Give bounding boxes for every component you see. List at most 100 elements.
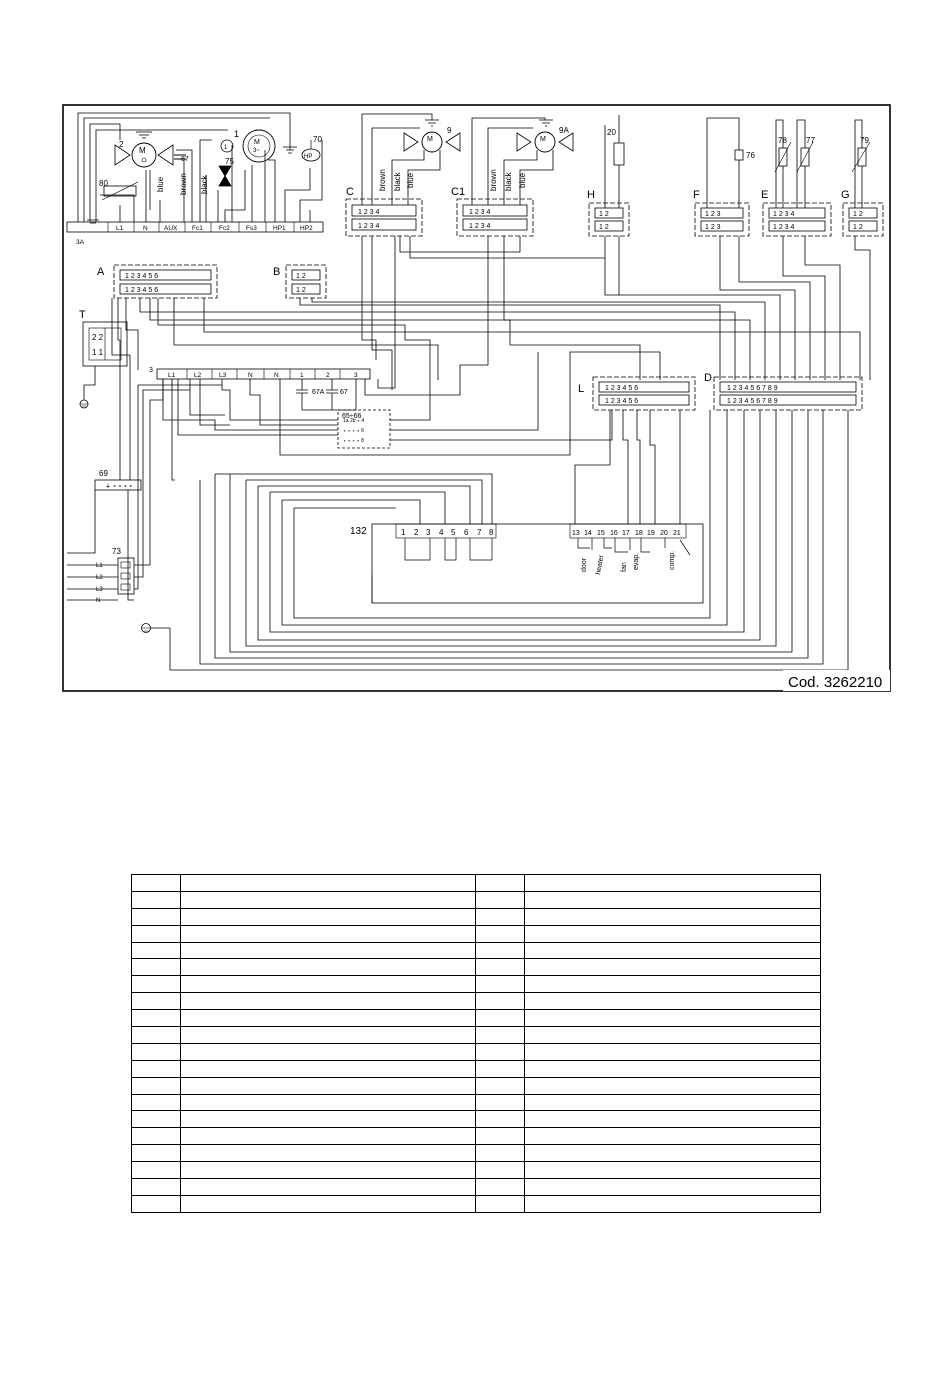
legend-row [131, 1178, 821, 1196]
legend-desc-cell [180, 1026, 476, 1044]
svg-text:M: M [540, 136, 546, 143]
capacitor-87: 87 [174, 154, 189, 163]
legend-code-cell [131, 1144, 181, 1163]
legend-code-cell [131, 890, 181, 909]
svg-text:L: L [578, 383, 584, 395]
legend-desc-cell [524, 1194, 821, 1213]
legend-row [131, 890, 821, 909]
legend-table [131, 874, 821, 1213]
svg-text:1 2: 1 2 [296, 287, 306, 294]
svg-text:B: B [273, 266, 280, 278]
svg-text:77: 77 [806, 136, 815, 145]
svg-text:1 2: 1 2 [296, 273, 306, 280]
legend-desc-cell [180, 1161, 476, 1180]
term-label: Fc1 [192, 225, 203, 232]
svg-text:L3: L3 [219, 372, 227, 379]
term-label: Fs3 [246, 225, 257, 232]
svg-text:1 1: 1 1 [92, 348, 104, 357]
wire-label: black [393, 171, 402, 191]
legend-row [131, 941, 821, 960]
wire-label: blue [518, 172, 527, 188]
svg-text:3: 3 [354, 372, 358, 379]
drawing-code: Cod. 3262210 [788, 674, 882, 691]
switch-65-66: 1a 2b ∘ 4 ∘ ∘ ∘ ∘ 6 ∘ ∘ ∘ ∘ 8 65÷66 [337, 409, 391, 449]
connector-G: 1 2 1 2 G 79 [841, 119, 884, 237]
legend-code-cell [475, 958, 525, 977]
svg-text:1 2 3 4: 1 2 3 4 [358, 209, 380, 216]
legend-row [131, 992, 821, 1011]
svg-text:E: E [761, 189, 768, 201]
legend-code-cell [475, 1127, 525, 1146]
svg-text:L2: L2 [194, 372, 202, 379]
legend-desc-cell [180, 958, 476, 977]
legend-code-cell [475, 941, 525, 960]
heater-20: 20 [604, 115, 625, 208]
board-pin: 15 [597, 530, 605, 537]
wire-label: brown [179, 173, 188, 195]
wire-label: brown [489, 169, 498, 191]
legend-code-cell [131, 1059, 181, 1078]
legend-code-cell [475, 992, 525, 1011]
legend-code-cell [475, 907, 525, 926]
legend-desc-cell [180, 1076, 476, 1095]
legend-code-cell [131, 1076, 181, 1095]
legend-row [131, 1127, 821, 1146]
svg-text:87: 87 [181, 156, 189, 163]
wire-label: brown [378, 169, 387, 191]
legend-desc-cell [524, 1161, 821, 1180]
svg-text:9: 9 [447, 126, 452, 135]
block3-wiring [162, 236, 661, 481]
pressure-switch-70: HP 70 [301, 135, 322, 162]
terminal-strip-3: 3 L1 L2 L3 N N 1 2 3 [149, 367, 371, 380]
legend-code-cell [131, 1009, 181, 1028]
term-label: N [143, 225, 148, 232]
board-pin: 17 [622, 530, 630, 537]
legend-table-body [131, 874, 821, 1213]
legend-desc-cell [524, 975, 821, 994]
svg-text:80: 80 [99, 179, 108, 188]
fan-motor-2: M 2 [114, 140, 174, 168]
legend-desc-cell [524, 1059, 821, 1078]
legend-desc-cell [524, 1009, 821, 1028]
board-func: evap. [633, 553, 640, 570]
legend-row [131, 1076, 821, 1095]
legend-code-cell [475, 924, 525, 943]
legend-code-cell [131, 1161, 181, 1180]
board-pin: 20 [660, 530, 668, 537]
legend-desc-cell [524, 941, 821, 960]
legend-desc-cell [180, 907, 476, 926]
mains-terminal-73: 73 [67, 379, 222, 601]
legend-desc-cell [524, 958, 821, 977]
legend-code-cell [131, 1127, 181, 1146]
legend-desc-cell [180, 1144, 476, 1163]
wiring-diagram: 3A L1 N AUX Fc1 Fc2 Fs3 HP1 HP2 [62, 104, 891, 692]
legend-code-cell [131, 874, 181, 892]
legend-desc-cell [180, 874, 476, 892]
legend-row [131, 958, 821, 977]
board-func: heater [595, 554, 605, 575]
svg-text:C: C [346, 186, 354, 198]
svg-text:1 2: 1 2 [853, 211, 863, 218]
svg-text:M: M [427, 136, 433, 143]
svg-text:70: 70 [313, 135, 322, 144]
svg-text:1 2 3: 1 2 3 [705, 224, 721, 231]
legend-code-cell [131, 1026, 181, 1044]
main-wiring-bundle [111, 236, 871, 480]
board-loop-wiring [169, 410, 849, 671]
svg-text:3: 3 [149, 367, 153, 374]
legend-desc-cell [524, 1042, 821, 1061]
mains-label: L2 [96, 575, 103, 581]
svg-text:1: 1 [234, 129, 239, 139]
svg-text:∘ ∘ ∘ ∘ 8: ∘ ∘ ∘ ∘ 8 [343, 438, 364, 444]
board-pin: 5 [451, 528, 456, 537]
svg-text:1 2: 1 2 [599, 211, 609, 218]
board-func: fan [621, 562, 628, 572]
legend-code-cell [475, 1178, 525, 1196]
term-label: AUX [164, 225, 178, 232]
svg-text:D: D [704, 372, 712, 384]
legend-code-cell [131, 1093, 181, 1112]
legend-code-cell [131, 1178, 181, 1196]
svg-text:76: 76 [746, 151, 755, 160]
legend-row [131, 1042, 821, 1061]
svg-text:M: M [139, 146, 146, 155]
